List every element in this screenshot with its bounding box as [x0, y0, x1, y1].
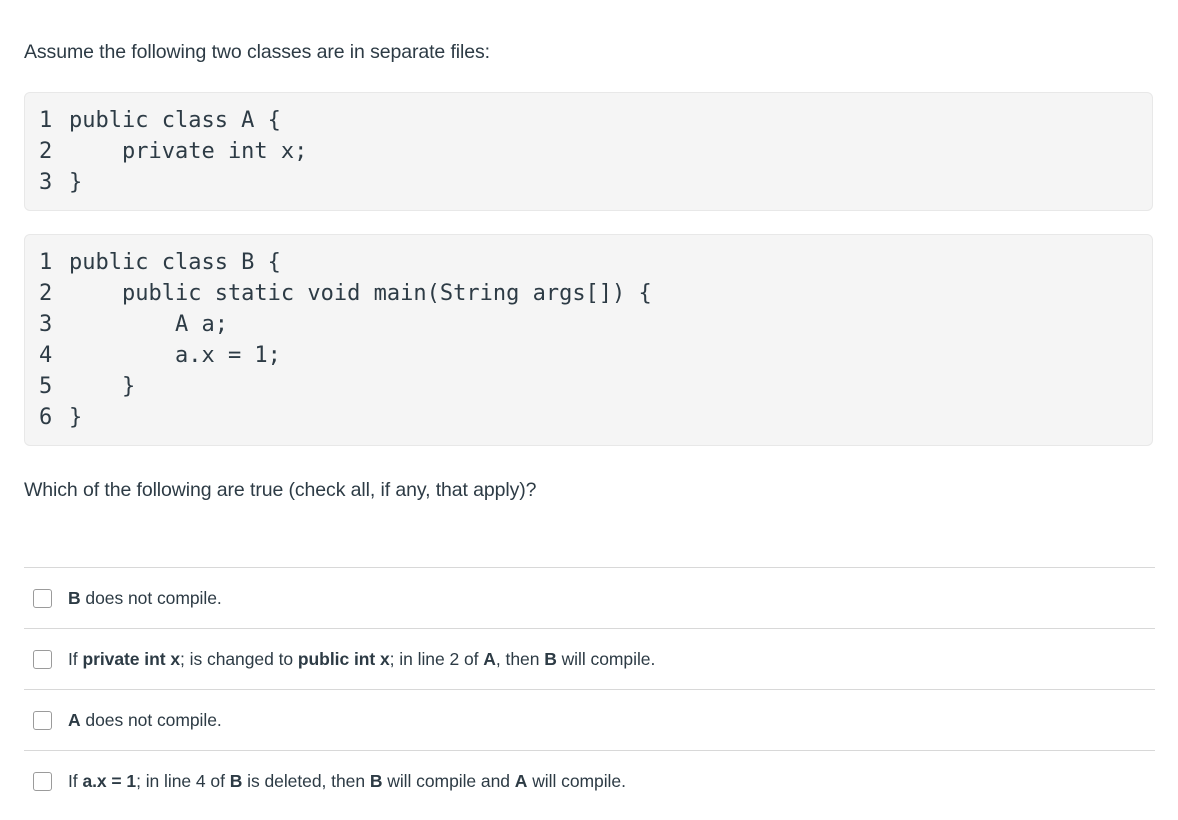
- code-line: 2 public static void main(String args[])…: [25, 278, 1152, 309]
- answer-text-segment: does not compile.: [80, 710, 222, 730]
- answer-option-label: If private int x; is changed to public i…: [68, 647, 655, 671]
- code-line-text: public static void main(String args[]) {: [69, 281, 652, 306]
- code-line-number: 5: [39, 374, 53, 399]
- code-line-number: 1: [39, 108, 53, 133]
- code-line: 2 private int x;: [25, 136, 1152, 167]
- code-line-number: 2: [39, 139, 53, 164]
- answer-text-segment: will compile.: [556, 649, 656, 669]
- answer-checkbox[interactable]: [33, 588, 52, 608]
- answer-text-segment: ; in line 4 of: [136, 771, 230, 791]
- answer-text-segment: is deleted, then: [242, 771, 370, 791]
- answer-text-segment: If: [68, 771, 83, 791]
- answer-checkbox[interactable]: [33, 649, 52, 669]
- answer-option-row[interactable]: A does not compile.: [24, 689, 1155, 750]
- code-block-class-b: 1 public class B { 2 public static void ma…: [24, 234, 1153, 446]
- code-line-number: 1: [39, 250, 53, 275]
- answer-text-segment: ; is changed to: [180, 649, 298, 669]
- code-line-text: }: [69, 405, 83, 430]
- code-line-text: }: [69, 170, 83, 195]
- code-line-text: a.x = 1;: [69, 343, 281, 368]
- code-line-number: 3: [39, 170, 53, 195]
- answer-option-label: B does not compile.: [68, 586, 222, 610]
- answer-options-list: B does not compile. If private int x; is …: [24, 567, 1155, 811]
- answer-text-emphasis: B: [229, 771, 243, 791]
- answer-text-emphasis: B: [369, 771, 383, 791]
- answer-text-emphasis: a.x = 1: [82, 771, 137, 791]
- answer-text-emphasis: A: [483, 649, 496, 669]
- answer-option-row[interactable]: B does not compile.: [24, 567, 1155, 628]
- answer-option-row[interactable]: If private int x; is changed to public i…: [24, 628, 1155, 689]
- code-line-number: 2: [39, 281, 53, 306]
- code-line: 3 A a;: [25, 309, 1152, 340]
- code-line-text: public class A {: [69, 108, 281, 133]
- code-line-text: private int x;: [69, 139, 308, 164]
- answer-option-label: A does not compile.: [68, 708, 222, 732]
- code-line: 5 }: [25, 371, 1152, 402]
- code-line-text: }: [69, 374, 136, 399]
- code-line-number: 4: [39, 343, 53, 368]
- answer-text-segment: If: [68, 649, 83, 669]
- answer-option-label: If a.x = 1; in line 4 of B is deleted, t…: [68, 769, 626, 793]
- code-line-text: public class B {: [69, 250, 281, 275]
- question-text: Which of the following are true (check a…: [24, 479, 537, 501]
- answer-text-segment: will compile and: [382, 771, 515, 791]
- prompt-text: Assume the following two classes are in …: [24, 41, 490, 63]
- answer-text-segment: , then: [495, 649, 545, 669]
- answer-text-segment: will compile.: [527, 771, 626, 791]
- answer-text-emphasis: public int x: [297, 649, 390, 669]
- code-line-number: 3: [39, 312, 53, 337]
- code-line-number: 6: [39, 405, 53, 430]
- answer-text-segment: does not compile.: [80, 588, 222, 608]
- answer-checkbox[interactable]: [33, 771, 52, 791]
- answer-option-row[interactable]: If a.x = 1; in line 4 of B is deleted, t…: [24, 750, 1155, 811]
- answer-text-emphasis: private int x: [82, 649, 181, 669]
- answer-text-emphasis: B: [68, 588, 81, 608]
- answer-text-segment: ; in line 2 of: [389, 649, 484, 669]
- code-line: 1 public class B {: [25, 247, 1152, 278]
- code-line: 6}: [25, 402, 1152, 433]
- answer-text-emphasis: B: [544, 649, 557, 669]
- code-line: 1 public class A {: [25, 105, 1152, 136]
- answer-text-emphasis: A: [514, 771, 528, 791]
- code-line: 3}: [25, 167, 1152, 198]
- answer-text-emphasis: A: [68, 710, 81, 730]
- answer-checkbox[interactable]: [33, 710, 52, 730]
- code-line: 4 a.x = 1;: [25, 340, 1152, 371]
- code-line-text: A a;: [69, 312, 228, 337]
